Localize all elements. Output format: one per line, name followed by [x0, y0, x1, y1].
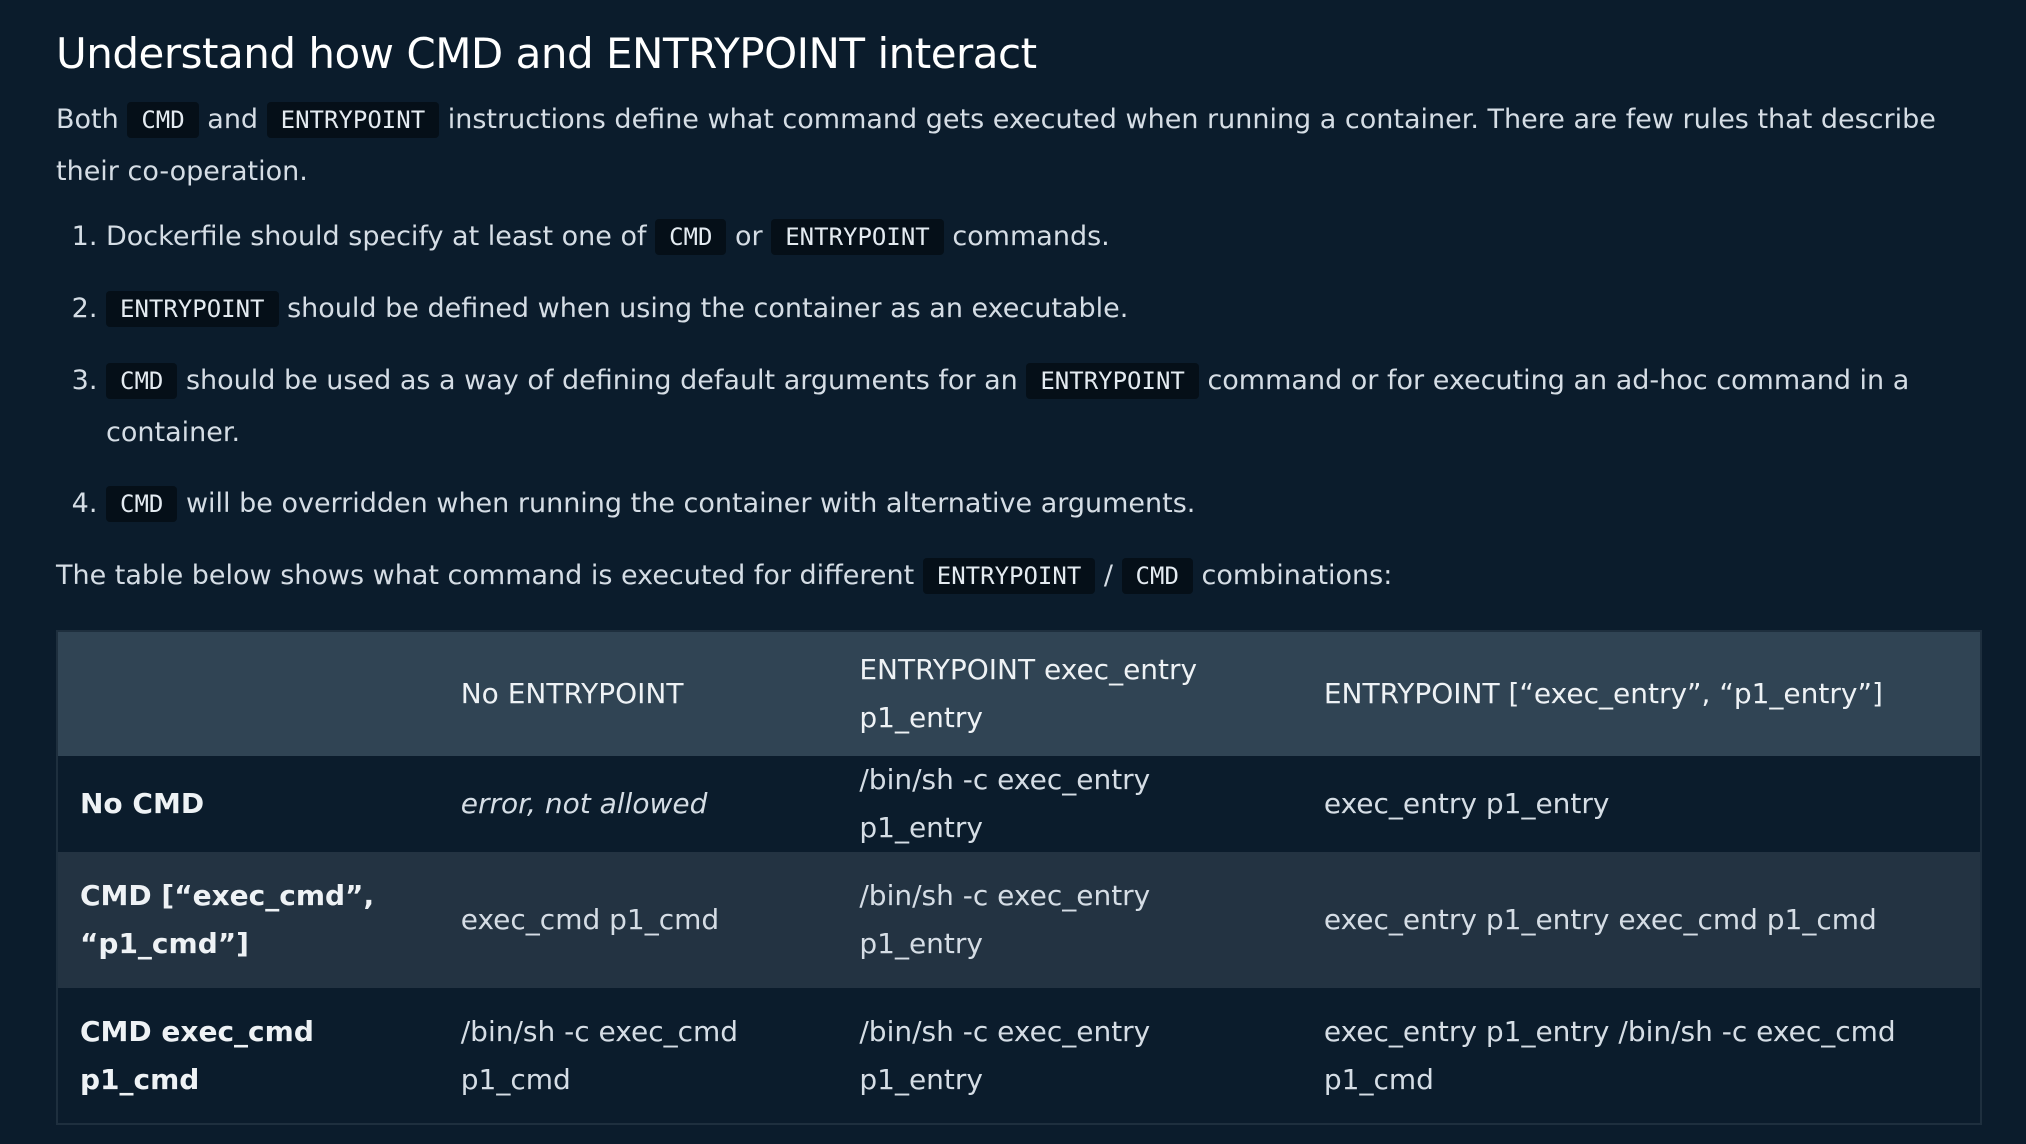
rule-item-2: ENTRYPOINT should be defined when using …	[106, 283, 1970, 335]
table-row: CMD exec_cmd p1_cmd /bin/sh -c exec_cmd …	[57, 988, 1981, 1124]
rule-item-4: CMD will be overridden when running the …	[106, 478, 1970, 530]
inline-code: ENTRYPOINT	[771, 219, 944, 255]
inline-code: ENTRYPOINT	[106, 291, 279, 327]
inline-code: CMD	[127, 102, 199, 138]
row-label: CMD [“exec_cmd”, “p1_cmd”]	[80, 879, 375, 960]
inline-code: ENTRYPOINT	[1026, 363, 1199, 399]
table-header-cell: ENTRYPOINT [“exec_entry”, “p1_entry”]	[1323, 677, 1883, 710]
section-title: Understand how CMD and ENTRYPOINT intera…	[56, 29, 1037, 78]
table-cell: /bin/sh -c exec_cmd p1_cmd	[460, 1014, 739, 1096]
table-cell: exec_entry p1_entry /bin/sh -c exec_cmd …	[1323, 1014, 1896, 1096]
table-cell: exec_entry p1_entry	[1323, 787, 1610, 820]
table-row: CMD [“exec_cmd”, “p1_cmd”] exec_cmd p1_c…	[57, 852, 1981, 988]
row-label: No CMD	[80, 787, 205, 820]
table-header-cell: ENTRYPOINT exec_entry p1_entry	[859, 653, 1198, 734]
inline-code: ENTRYPOINT	[922, 558, 1096, 594]
intro-paragraph: Both CMD and ENTRYPOINT instructions def…	[56, 102, 1936, 187]
inline-code: CMD	[655, 219, 727, 255]
table-cell: /bin/sh -c exec_entry p1_entry	[859, 763, 1151, 844]
table-cell: exec_entry p1_entry exec_cmd p1_cmd	[1323, 903, 1877, 936]
table-cell: /bin/sh -c exec_entry p1_entry	[859, 1014, 1151, 1096]
rules-list: Dockerfile should specify at least one o…	[56, 211, 1970, 530]
cmd-entrypoint-table: No ENTRYPOINT ENTRYPOINT exec_entry p1_e…	[56, 630, 1982, 1125]
rule-item-1: Dockerfile should specify at least one o…	[106, 211, 1970, 263]
table-header-cell: No ENTRYPOINT	[460, 677, 684, 710]
table-intro-paragraph: The table below shows what command is ex…	[56, 550, 1970, 602]
inline-code: ENTRYPOINT	[266, 102, 440, 138]
row-label: CMD exec_cmd p1_cmd	[80, 1014, 314, 1096]
table-cell: /bin/sh -c exec_entry p1_entry	[859, 879, 1151, 960]
inline-code: CMD	[106, 363, 178, 399]
rule-item-3: CMD should be used as a way of defining …	[106, 355, 1970, 458]
table-row: No CMD error, not allowed /bin/sh -c exe…	[57, 756, 1981, 852]
inline-code: CMD	[1121, 558, 1193, 594]
table-header-cell	[57, 631, 439, 756]
inline-code: CMD	[106, 486, 178, 522]
table-header-row: No ENTRYPOINT ENTRYPOINT exec_entry p1_e…	[57, 631, 1981, 756]
table-cell: exec_cmd p1_cmd	[460, 903, 720, 936]
table-cell: error, not allowed	[460, 787, 708, 820]
